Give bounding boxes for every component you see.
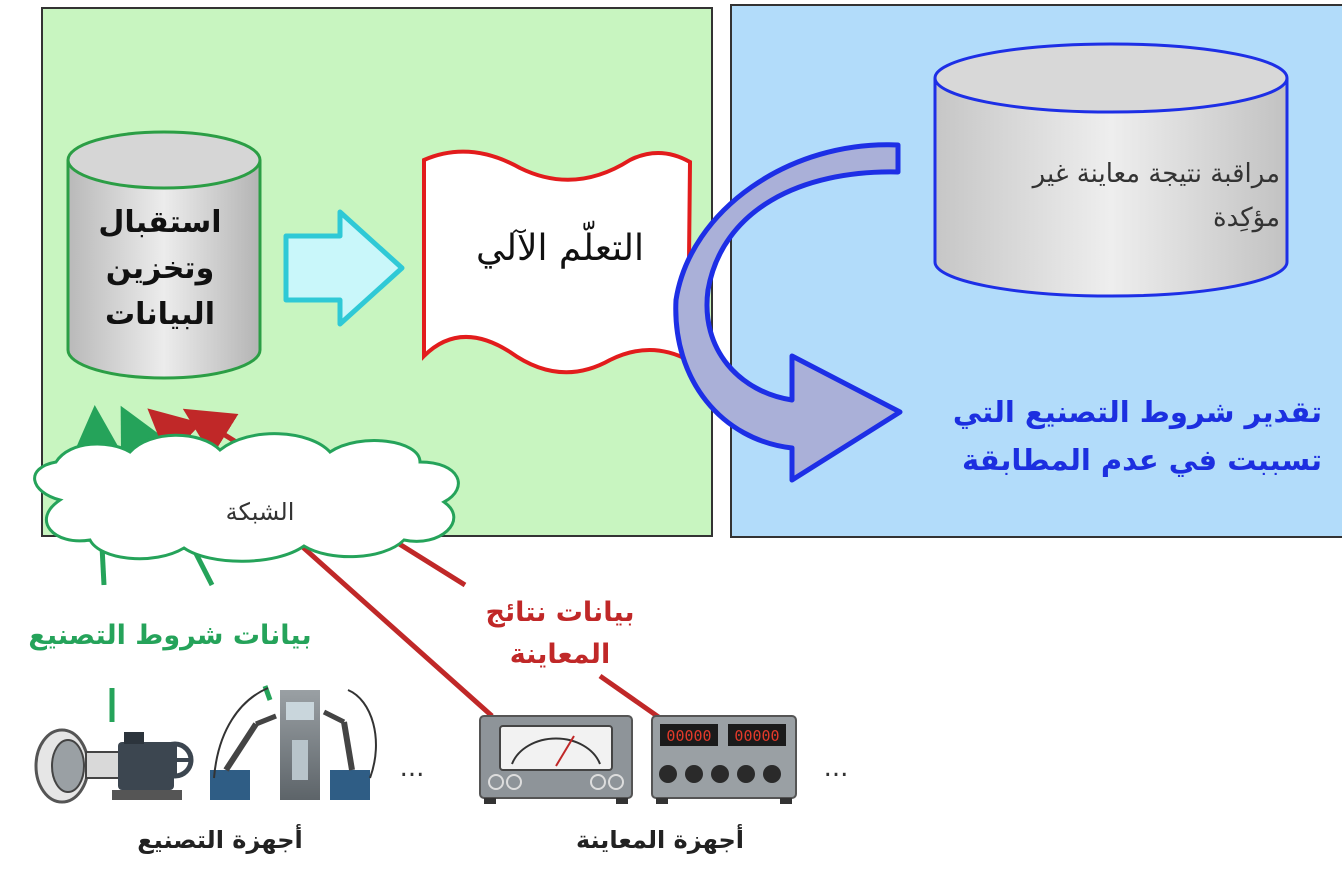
storage-database-icon bbox=[66, 130, 262, 380]
robot-arm-icon bbox=[210, 687, 377, 800]
display-1-readout: 00000 bbox=[666, 727, 711, 745]
feedback-arrow bbox=[673, 142, 903, 483]
estimate-label: تقدير شروط التصنيع التي تسببت في عدم الم… bbox=[952, 395, 1322, 477]
ellipsis-manufacturing: ... bbox=[400, 753, 425, 783]
lathe-machine-icon bbox=[34, 728, 194, 804]
storage-label: استقبال وتخزين البيانات bbox=[98, 205, 222, 332]
manufacturing-data-label: بيانات شروط التصنيع bbox=[28, 620, 312, 651]
machine-learning-label: التعلّم الآلي bbox=[475, 228, 645, 269]
inspection-devices-label: أجهزة المعاينة bbox=[575, 826, 745, 854]
inspection-data-label: بيانات نتائج المعاينة bbox=[485, 597, 635, 670]
network-cloud-icon bbox=[33, 432, 460, 563]
flow-arrow bbox=[283, 209, 405, 327]
display-2-readout: 00000 bbox=[734, 727, 779, 745]
ellipsis-inspection: ... bbox=[824, 753, 849, 783]
monitoring-label: مراقبة نتيجة معاينة غير مؤكِدة bbox=[1032, 159, 1280, 233]
network-label: الشبكة bbox=[225, 498, 295, 526]
analog-meter-icon bbox=[479, 715, 633, 804]
monitoring-database-icon bbox=[933, 42, 1289, 298]
manufacturing-devices-label: أجهزة التصنيع bbox=[137, 826, 303, 854]
digital-meter-icon: 00000 00000 bbox=[651, 715, 797, 804]
